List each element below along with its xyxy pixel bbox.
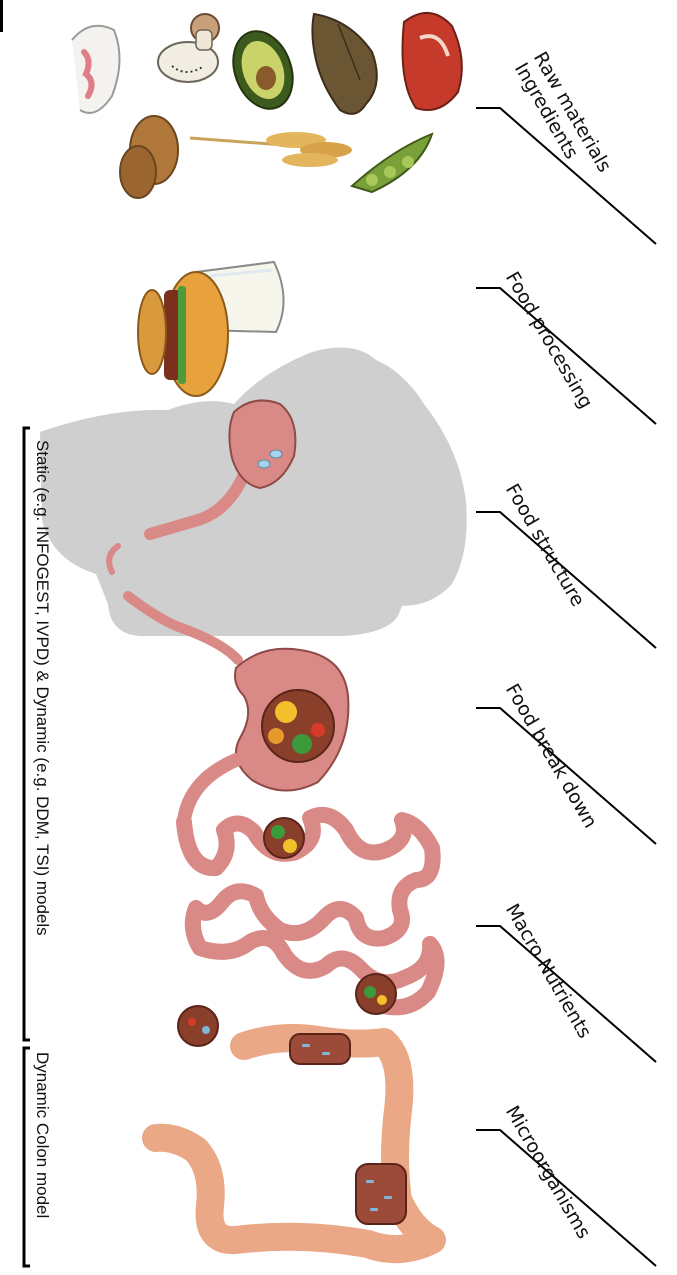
model-bracket-0 — [24, 428, 30, 1040]
nutrient-particle — [292, 734, 312, 754]
small-intestine-group — [178, 815, 437, 1046]
stomach-group — [184, 649, 348, 820]
colon-segment — [290, 1034, 350, 1064]
fish-icon — [312, 14, 376, 114]
nutrient-particle — [275, 701, 297, 723]
intestine-bolus — [178, 1006, 218, 1046]
avocado-icon — [223, 23, 303, 117]
head-group — [40, 348, 467, 661]
duodenum — [184, 760, 236, 820]
head-silhouette — [40, 348, 467, 637]
model-brackets — [24, 428, 30, 1266]
colon-segment — [356, 1164, 406, 1224]
intestine-bolus — [264, 818, 304, 858]
nutrient-particle — [311, 723, 325, 737]
processed-food-group — [138, 262, 284, 396]
corner-mark — [0, 0, 3, 32]
pea-pod-icon — [352, 134, 432, 192]
colon-group — [156, 1034, 432, 1249]
garlic-icon — [72, 26, 120, 113]
mushroom-icon — [158, 14, 219, 82]
burger-icon — [138, 272, 228, 396]
static-dynamic-models-label: Static (e.g. INFOGEST, IVPD) & Dynamic (… — [32, 440, 52, 936]
small-intestine — [184, 815, 437, 1008]
potato-icon — [120, 116, 178, 198]
intestine-bolus — [356, 974, 396, 1014]
wheat-icon — [190, 132, 352, 167]
nutrient-particle — [268, 728, 284, 744]
model-bracket-1 — [24, 1048, 30, 1266]
meat-icon — [403, 13, 462, 110]
dynamic-colon-model-label: Dynamic Colon model — [32, 1052, 52, 1218]
raw-ingredients-group — [72, 13, 462, 198]
